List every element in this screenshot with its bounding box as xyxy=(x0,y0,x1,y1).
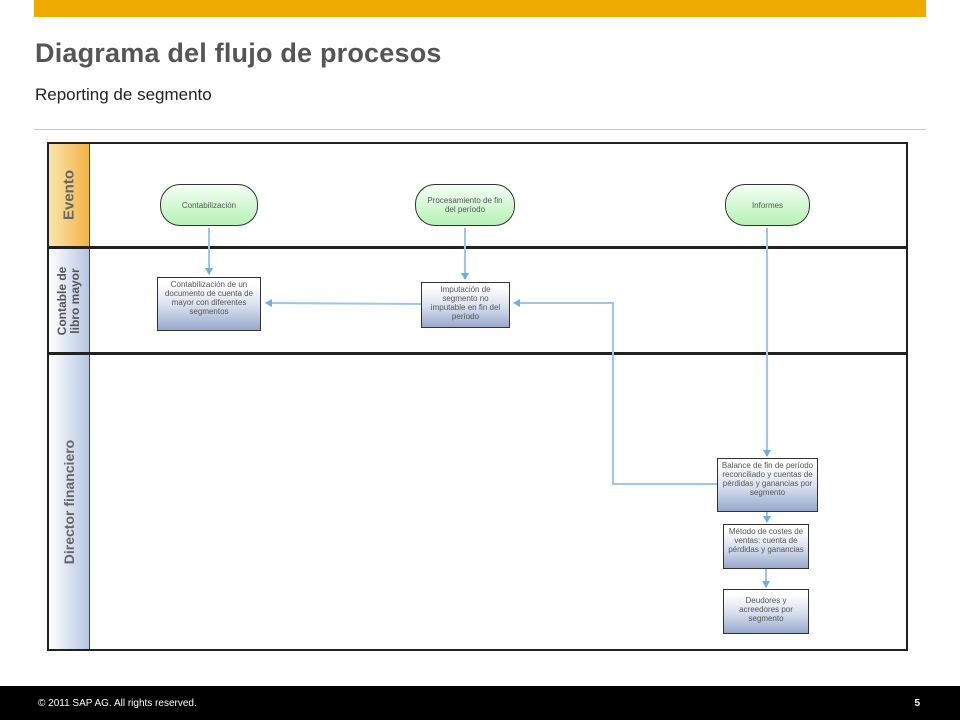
lane-header-evento: Evento xyxy=(49,144,90,246)
task-deudores-acreedores: Deudores y acreedores por segmento xyxy=(723,589,809,634)
event-procesamiento: Procesamiento de fin del período xyxy=(415,184,515,226)
footer-bar: © 2011 SAP AG. All rights reserved. 5 xyxy=(0,686,960,720)
page-title: Diagrama del flujo de procesos xyxy=(35,38,442,68)
arrow-imputacion-to-doc xyxy=(265,299,425,308)
lane-header-contable: Contable de libro mayor xyxy=(49,249,90,352)
page-number: 5 xyxy=(914,698,920,709)
copyright-text: © 2011 SAP AG. All rights reserved. xyxy=(38,698,197,709)
event-informes: Informes xyxy=(725,184,810,226)
lane-header-director: Director financiero xyxy=(49,355,90,649)
task-balance-fin-periodo: Balance de fin de período reconciliado y… xyxy=(717,458,818,512)
accent-bar xyxy=(34,0,926,17)
task-metodo-costes-ventas: Método de costes de ventas: cuenta de pé… xyxy=(723,524,809,569)
page-subtitle: Reporting de segmento xyxy=(35,85,212,104)
task-contabilizacion-documento: Contabilización de un documento de cuent… xyxy=(157,277,261,331)
arrow-balance-to-imputacion xyxy=(513,299,717,485)
header-divider xyxy=(34,129,926,130)
task-imputacion-segmento: Imputación de segmento no imputable en f… xyxy=(421,282,510,328)
event-contabilizacion: Contabilización xyxy=(160,184,258,226)
